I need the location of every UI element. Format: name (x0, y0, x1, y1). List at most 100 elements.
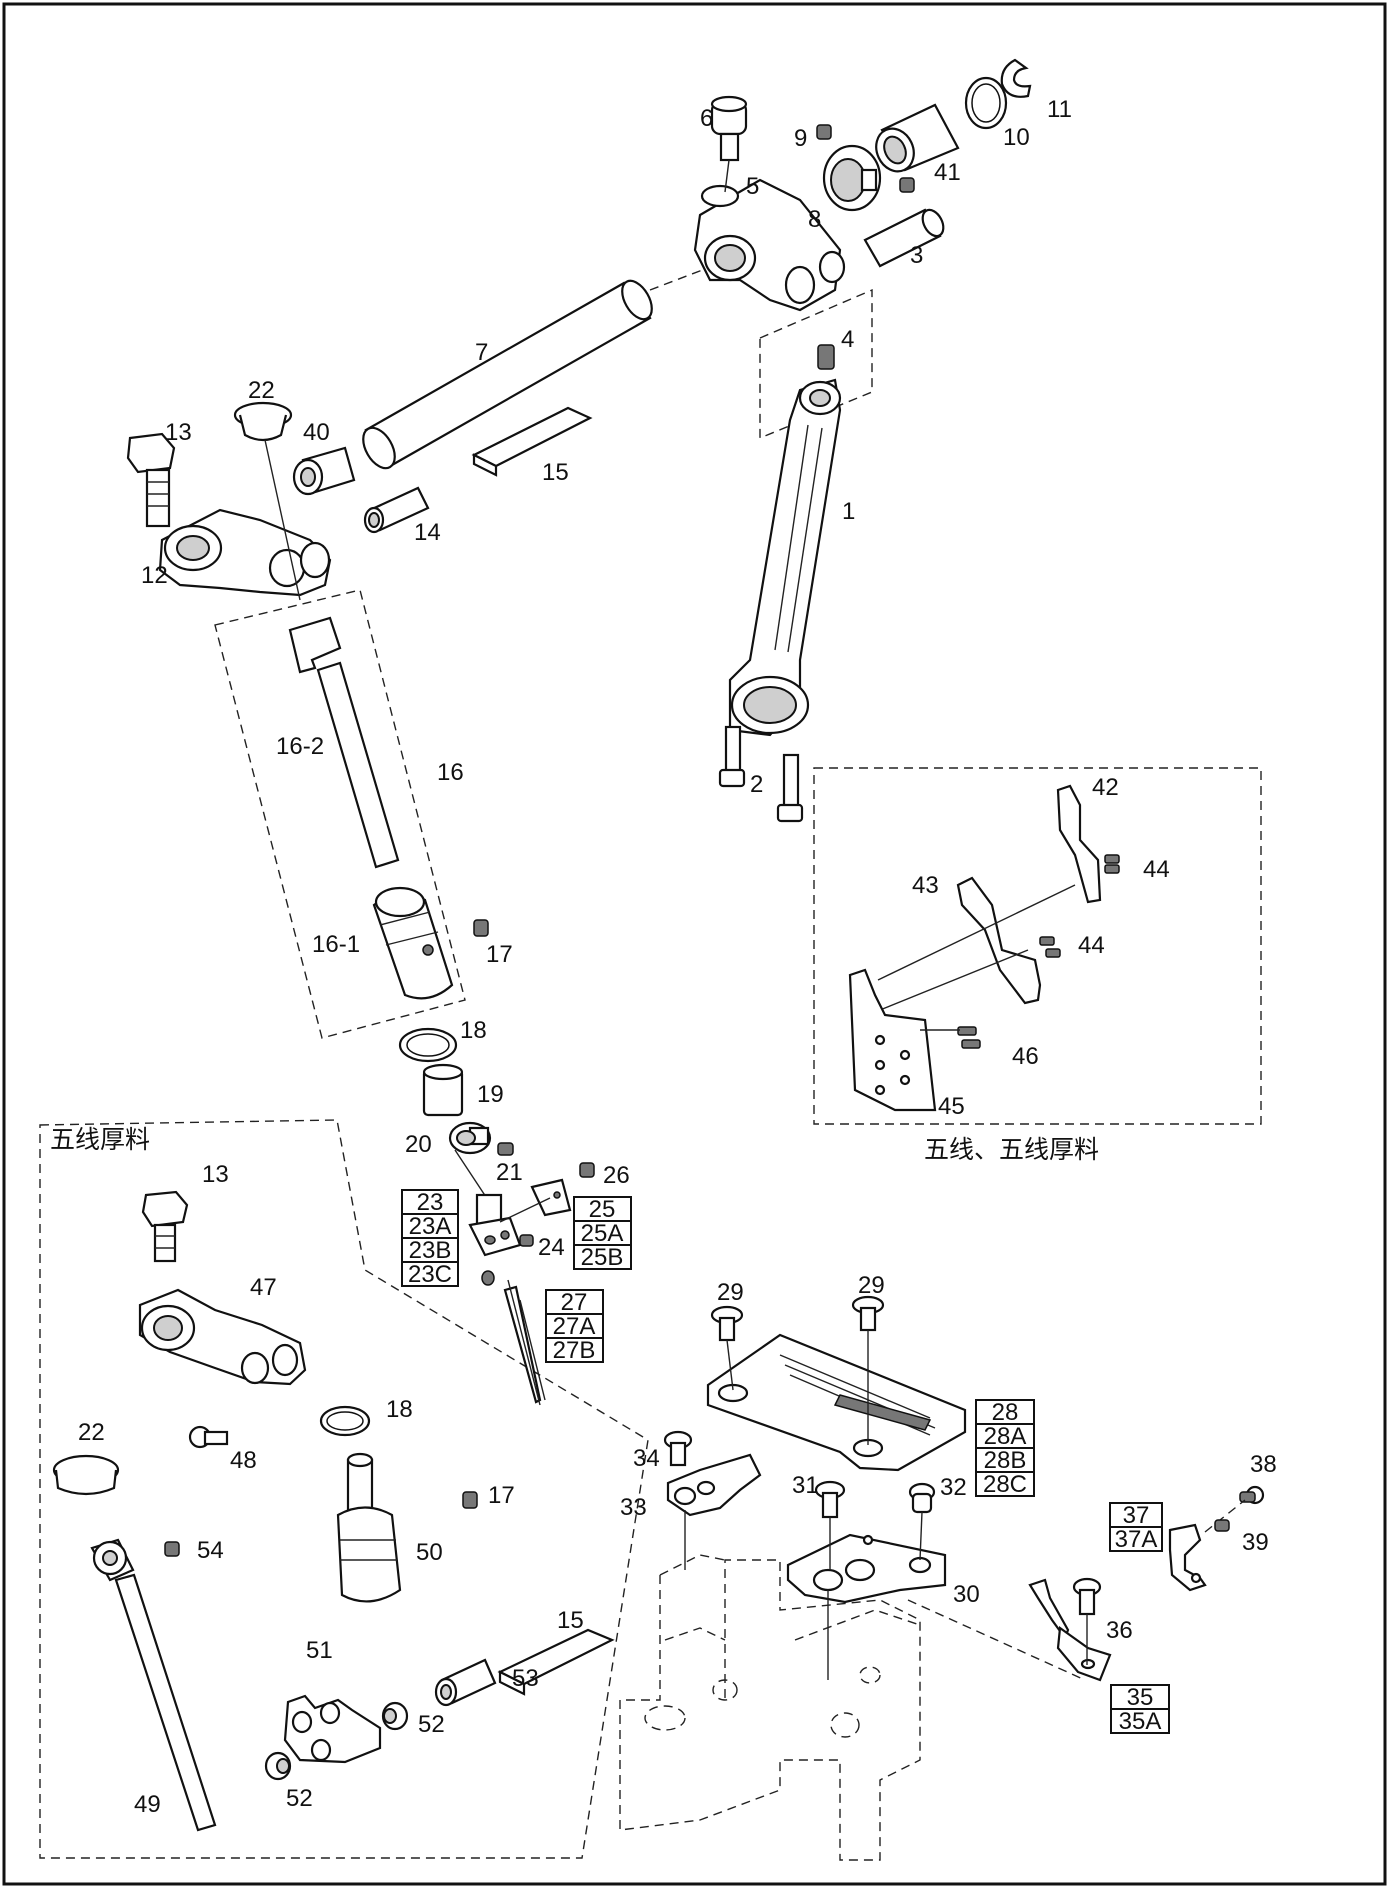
inset-label-15: 15 (557, 1607, 584, 1634)
inset-right-border (813, 767, 1262, 1125)
label-36: 36 (1106, 1617, 1133, 1644)
label-29b: 29 (858, 1272, 885, 1299)
needle-bar-16-1 (372, 886, 454, 1000)
svg-text:28: 28 (992, 1399, 1019, 1426)
label-34: 34 (633, 1445, 660, 1472)
inset-label-17: 17 (488, 1482, 515, 1509)
label-21: 21 (496, 1159, 523, 1186)
bushing-19 (422, 1063, 464, 1117)
bushing-40 (292, 446, 356, 496)
needle-guard-25 (530, 1162, 595, 1217)
svg-text:28C: 28C (983, 1471, 1027, 1498)
svg-text:23B: 23B (409, 1237, 452, 1264)
label-40: 40 (303, 419, 330, 446)
label-41: 41 (934, 159, 961, 186)
screw-21 (497, 1142, 514, 1156)
label-33: 33 (620, 1494, 647, 1521)
callout-labels: 1 2 3 4 5 6 7 8 9 10 11 12 13 14 15 16 1… (78, 96, 1277, 1818)
screw-34 (663, 1430, 693, 1467)
svg-text:23A: 23A (409, 1213, 452, 1240)
inset-label-49: 49 (134, 1791, 161, 1818)
label-30: 30 (953, 1581, 980, 1608)
label-43: 43 (912, 872, 939, 899)
label-29a: 29 (717, 1279, 744, 1306)
inset-label-47: 47 (250, 1274, 277, 1301)
label-22: 22 (248, 377, 275, 404)
label-44a: 44 (1143, 856, 1170, 883)
label-8: 8 (808, 206, 821, 233)
label-26: 26 (603, 1162, 630, 1189)
screws-46 (957, 1026, 981, 1049)
boxed-label-27: 27 27A 27B (545, 1289, 604, 1364)
lever-42 (1056, 784, 1102, 904)
rod-49 (90, 1538, 217, 1832)
needle-bar-50 (336, 1452, 402, 1603)
screw-32 (908, 1482, 936, 1514)
lever-35 (1028, 1578, 1112, 1682)
label-12: 12 (141, 562, 168, 589)
inset-right-caption: 五线、五线厚料 (924, 1135, 1099, 1164)
sleeve (875, 103, 960, 173)
rocker-arm-12 (158, 508, 332, 597)
label-6: 6 (700, 105, 713, 132)
bolt-2a (718, 725, 746, 788)
inset-label-52b: 52 (286, 1785, 313, 1812)
label-5: 5 (746, 173, 759, 200)
label-39: 39 (1242, 1529, 1269, 1556)
inset-label-48: 48 (230, 1447, 257, 1474)
set-screw-9 (816, 124, 832, 140)
label-44b: 44 (1078, 932, 1105, 959)
pin-3 (863, 208, 945, 268)
boxed-label-35: 35 35A (1110, 1684, 1170, 1735)
svg-text:35: 35 (1127, 1684, 1154, 1711)
screw-39 (1214, 1519, 1230, 1532)
label-31: 31 (792, 1472, 819, 1499)
boxed-label-23: 23 23A 23B 23C (401, 1189, 459, 1288)
label-4: 4 (841, 326, 854, 353)
label-16-1: 16-1 (312, 931, 360, 958)
bolt-2b (776, 753, 804, 823)
label-16-2: 16-2 (276, 733, 324, 760)
inset-label-13: 13 (202, 1161, 229, 1188)
screw-44a (1104, 854, 1120, 864)
label-1: 1 (842, 498, 855, 525)
hook-37 (1168, 1523, 1207, 1592)
inset-label-18: 18 (386, 1396, 413, 1423)
label-20: 20 (405, 1131, 432, 1158)
svg-text:37A: 37A (1115, 1526, 1158, 1553)
inset-left-border (39, 1119, 649, 1859)
screw-29a (710, 1305, 744, 1342)
svg-text:28B: 28B (984, 1447, 1027, 1474)
inset-label-52a: 52 (418, 1711, 445, 1738)
screw-38 (1239, 1485, 1265, 1505)
set-screw-17 (473, 919, 489, 937)
svg-text:27: 27 (561, 1289, 588, 1316)
label-11: 11 (1047, 96, 1072, 123)
screw-48 (188, 1425, 229, 1449)
label-38: 38 (1250, 1451, 1277, 1478)
shaft (362, 279, 653, 470)
label-2: 2 (750, 771, 763, 798)
machine-bed-outline (619, 1554, 921, 1861)
key-15 (471, 406, 593, 477)
e-ring-11 (1000, 58, 1032, 98)
svg-text:25A: 25A (581, 1220, 624, 1247)
bolt-13-inset (141, 1190, 189, 1263)
svg-text:25B: 25B (581, 1244, 624, 1271)
label-7: 7 (475, 339, 488, 366)
label-15: 15 (542, 459, 569, 486)
svg-text:23C: 23C (408, 1261, 452, 1288)
label-24: 24 (538, 1234, 565, 1261)
throat-plate-28 (706, 1333, 967, 1472)
connecting-rod (728, 378, 842, 737)
boxed-label-28: 28 28A 28B 28C (975, 1399, 1035, 1498)
inset-label-51: 51 (306, 1637, 333, 1664)
coupling-14 (363, 486, 430, 534)
screw-31 (814, 1480, 846, 1519)
label-19: 19 (477, 1081, 504, 1108)
svg-text:23: 23 (417, 1189, 444, 1216)
coupling-53 (434, 1658, 497, 1707)
label-18: 18 (460, 1017, 487, 1044)
label-14: 14 (414, 519, 441, 546)
